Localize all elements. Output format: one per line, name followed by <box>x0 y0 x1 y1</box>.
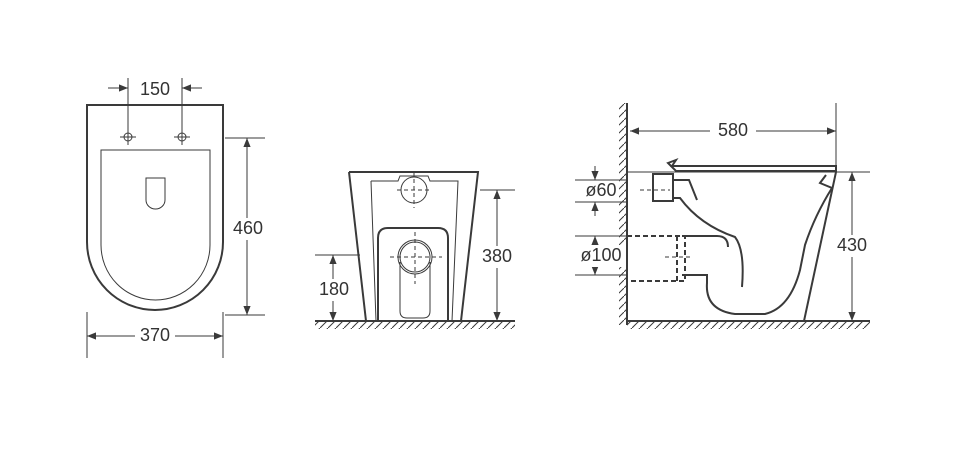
dim-width: 370 <box>140 325 170 345</box>
bowl-back <box>803 171 837 322</box>
dim-height: 430 <box>837 235 867 255</box>
inlet-spigot <box>652 173 744 288</box>
dim-inlet-height: 380 <box>482 246 512 266</box>
dim-inlet-diameter: ø60 <box>585 180 616 200</box>
body-outline <box>348 171 480 322</box>
flush-hole <box>145 177 166 210</box>
side-view: 580 430 ø60 ø100 <box>574 103 871 329</box>
bowl-trap <box>682 174 834 315</box>
dim-depth: 580 <box>718 120 748 140</box>
top-view: 150 460 370 <box>86 78 266 358</box>
seat-lid <box>666 157 837 172</box>
dim-length: 460 <box>233 218 263 238</box>
seat-inner-outline <box>100 149 211 301</box>
bowl-outline <box>86 104 224 311</box>
dim-outlet-diameter: ø100 <box>580 245 621 265</box>
front-view: 380 180 <box>315 171 516 329</box>
dim-outlet-height: 180 <box>319 279 349 299</box>
dim-hole-spacing: 150 <box>140 79 170 99</box>
